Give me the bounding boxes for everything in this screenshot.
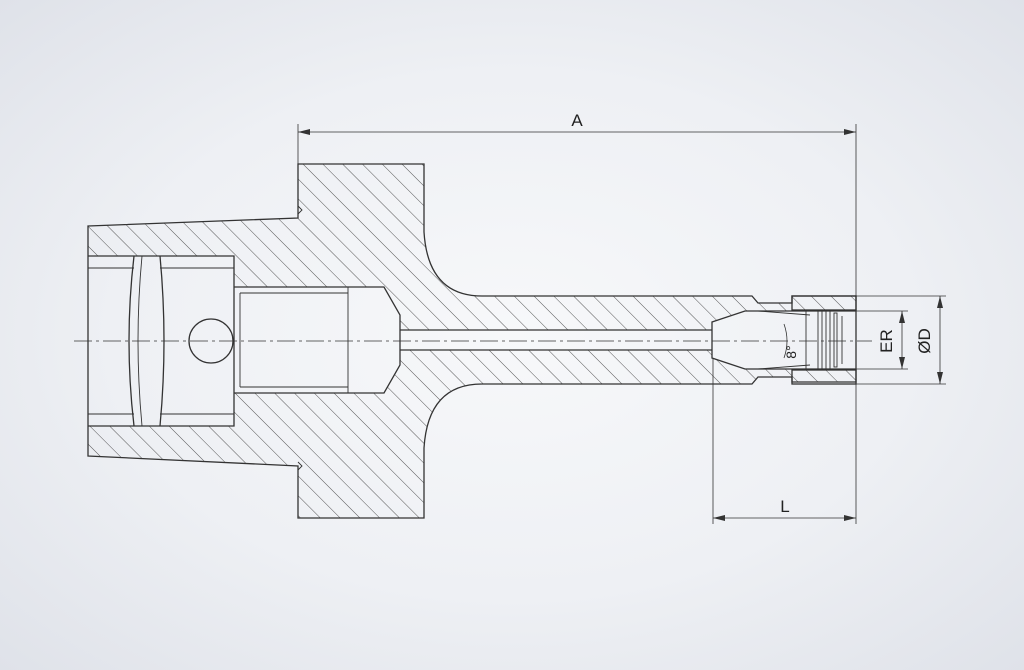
label-l: L (780, 497, 789, 516)
dimension-taper-angle: 8° (783, 323, 799, 359)
dimension-er: ER (856, 310, 908, 370)
label-er: ER (877, 329, 896, 353)
dimension-od: ØD (856, 295, 946, 385)
clamping-nut-bottom (791, 369, 857, 385)
label-od: ØD (915, 328, 934, 354)
flange-chamfer-bottom (297, 461, 303, 471)
clamping-nut-top (791, 295, 857, 311)
label-a: A (571, 111, 583, 130)
collet-taper (757, 310, 811, 370)
flange-chamfer-top (297, 205, 303, 215)
dimension-l: L (712, 358, 857, 524)
dimension-a: A (297, 111, 857, 296)
collet-rings (805, 310, 843, 370)
label-taper-angle: 8° (783, 345, 799, 358)
